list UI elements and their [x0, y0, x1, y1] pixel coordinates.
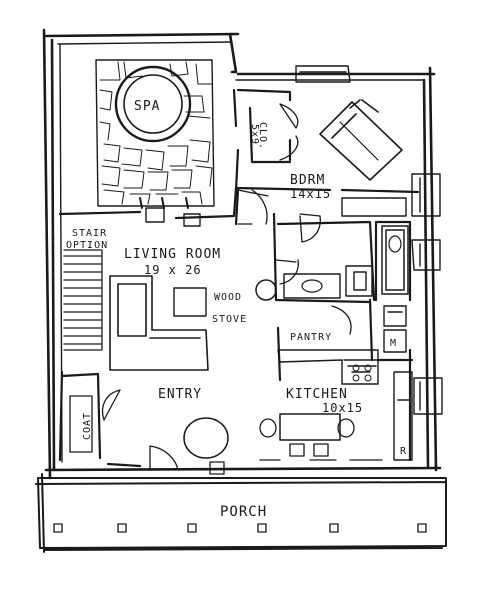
- living-furniture: [109, 275, 277, 371]
- wood-label: WOOD: [214, 292, 242, 303]
- entry-fixtures: [69, 395, 229, 475]
- bedroom-label: BDRM: [290, 173, 325, 188]
- stove-label: STOVE: [212, 314, 247, 325]
- kitchen-label: KITCHEN: [286, 387, 348, 402]
- stair-option: [63, 249, 103, 351]
- coat-label: COAT: [82, 412, 93, 440]
- porch-label: PORCH: [220, 504, 267, 520]
- pantry-label: PANTRY: [290, 332, 332, 343]
- windows: [145, 65, 443, 415]
- entry-label: ENTRY: [158, 387, 202, 402]
- fridge-label: R: [400, 446, 407, 457]
- living-size-label: 19 x 26: [144, 263, 202, 277]
- porch: [35, 473, 447, 553]
- closet-size-label: 5x9: [249, 124, 260, 145]
- bed: [319, 99, 407, 217]
- stair-label: STAIR: [72, 228, 107, 239]
- door-swings: [101, 103, 352, 471]
- room-labels: SPA CLO. 5x9 BDRM 14x15 STAIR OPTION LIV…: [66, 99, 407, 520]
- bathroom-fixtures: [283, 225, 409, 299]
- kitchen-fixtures: [259, 305, 413, 461]
- spa-patio: [95, 59, 215, 209]
- spa-label: SPA: [134, 99, 160, 114]
- exterior-walls: [42, 28, 442, 480]
- microwave-label: M: [390, 338, 397, 349]
- closet-label: CLO.: [257, 122, 268, 150]
- interior-walls: [58, 88, 420, 468]
- bedroom-size-label: 14x15: [290, 187, 331, 201]
- living-room-label: LIVING ROOM: [124, 247, 221, 262]
- kitchen-size-label: 10x15: [322, 401, 363, 415]
- stair-option-label: OPTION: [66, 240, 108, 251]
